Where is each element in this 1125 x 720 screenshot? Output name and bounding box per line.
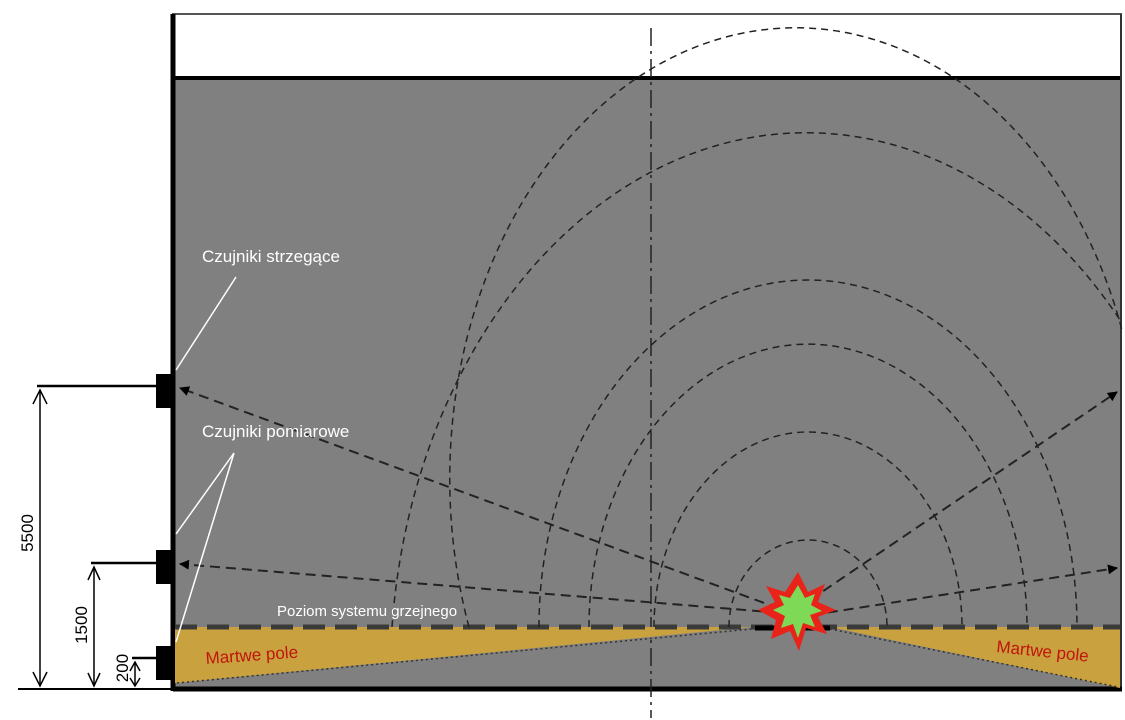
guard-sensors-label: Czujniki strzegące (202, 247, 340, 266)
heating-level-label: Poziom systemu grzejnego (277, 603, 457, 620)
propagation-arrows (179, 386, 1118, 616)
bottom-sensor (156, 646, 174, 680)
dim-200-value: 200 (113, 654, 132, 682)
dead-zone-left-edge (176, 628, 753, 684)
leader-guard (175, 276, 237, 371)
dim-1500-value: 1500 (72, 606, 91, 644)
leader-measuring-2 (175, 452, 235, 643)
dead-zone-left (175, 627, 752, 683)
measuring-sensor (156, 550, 174, 584)
dim-1500-arrow-top (87, 565, 101, 581)
wave-arc-5 (448, 26, 1123, 628)
measuring-sensors-label: Czujniki pomiarowe (202, 422, 349, 441)
dim-1500-arrow-bottom (87, 672, 101, 688)
wave-arc-3 (588, 343, 1028, 628)
dead-zone-right-edge (829, 628, 1119, 688)
dim-200-arrow-top (129, 660, 141, 672)
tank-interior (175, 78, 1122, 688)
dim-5500-arrow-top (32, 388, 48, 405)
dimension-lines (32, 384, 158, 688)
wave-arc-1 (728, 539, 888, 628)
wave-arc-4 (538, 279, 1078, 628)
dim-5500-arrow-bottom (32, 671, 48, 688)
arrow-to-right-upper (809, 391, 1118, 601)
wave-arcs (391, 26, 1123, 628)
arrow-to-guard-sensor (179, 386, 795, 615)
guard-sensor (156, 374, 174, 408)
leader-measuring-1 (175, 452, 235, 535)
dim-200-arrow-bottom (129, 677, 141, 688)
leader-lines (175, 276, 237, 643)
dim-5500-value: 5500 (18, 514, 37, 552)
wave-arc-6 (391, 132, 1123, 628)
leak-burst-core (773, 585, 822, 638)
arrow-to-measuring-sensor (179, 559, 795, 615)
arrow-to-right-lower (811, 564, 1118, 616)
wave-arc-2 (653, 431, 963, 628)
